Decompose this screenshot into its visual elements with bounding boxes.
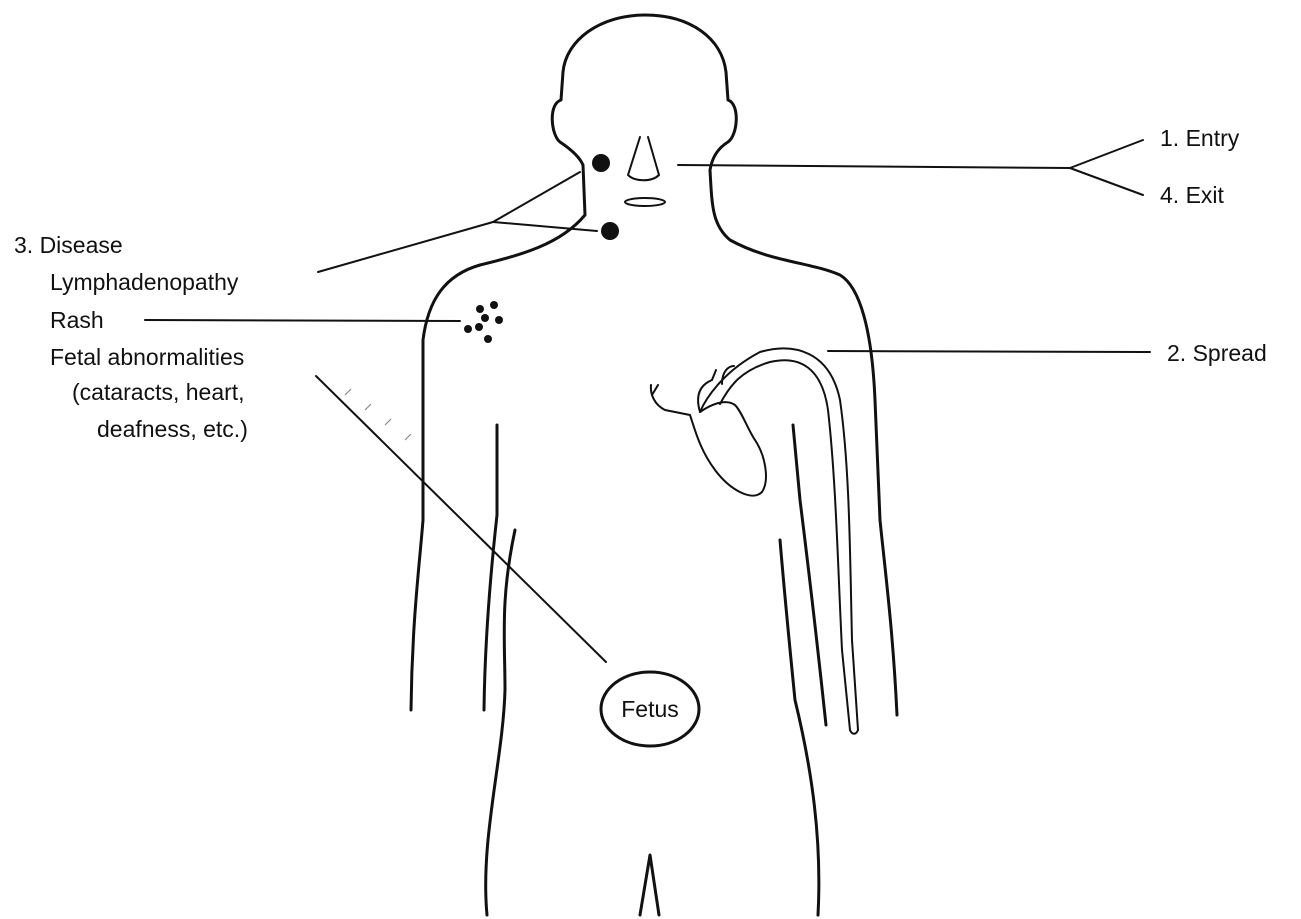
body-left-outline — [411, 15, 645, 710]
heart-outline — [651, 385, 766, 496]
fetal-detail-line-2: deafness, etc.) — [97, 416, 248, 442]
fetus-label: Fetus — [621, 696, 679, 722]
rash-leader — [145, 320, 460, 321]
lymph-node-upper — [592, 154, 610, 172]
rash-dot — [490, 301, 498, 309]
face — [625, 137, 665, 206]
rash-dot — [484, 335, 492, 343]
right-torso-side — [793, 425, 826, 725]
fetus-node: Fetus — [601, 672, 699, 746]
rash-dot — [495, 316, 503, 324]
exit-label: 4. Exit — [1160, 182, 1225, 208]
heart-icon — [651, 348, 858, 733]
rash-dot — [481, 314, 489, 322]
lymph-leader-main — [318, 222, 493, 272]
labels: 1. Entry 4. Exit 2. Spread 3. Disease Ly… — [14, 125, 1267, 442]
lymph-node-lower — [601, 222, 619, 240]
lymph-leader-lower — [493, 222, 597, 231]
crotch — [640, 855, 659, 915]
rash-dots — [464, 301, 503, 343]
leader-lines — [145, 140, 1150, 662]
entry-exit-leader — [678, 165, 1070, 168]
rash-label: Rash — [50, 307, 104, 333]
fetal-leader — [316, 376, 606, 662]
aorta-tip — [850, 730, 858, 734]
heart-vessels — [652, 366, 734, 412]
body-right-outline — [645, 15, 897, 715]
entry-branch — [1070, 140, 1143, 168]
aorta-inner — [720, 360, 850, 730]
lymph-leader-upper — [493, 172, 580, 222]
fetal-abnormalities-label: Fetal abnormalities — [50, 344, 244, 370]
rash-dot — [464, 325, 472, 333]
mouth-icon — [625, 198, 665, 206]
spread-leader — [828, 351, 1150, 352]
lymphadenopathy-label: Lymphadenopathy — [50, 269, 239, 295]
rash-dot — [475, 323, 483, 331]
rash-dot — [476, 305, 484, 313]
exit-branch — [1070, 168, 1143, 195]
spread-label: 2. Spread — [1167, 340, 1267, 366]
body-outline — [411, 15, 897, 915]
nose-icon — [628, 137, 659, 180]
disease-label: 3. Disease — [14, 232, 123, 258]
entry-label: 1. Entry — [1160, 125, 1240, 151]
fetal-detail-line-1: (cataracts, heart, — [72, 379, 245, 405]
lymph-nodes — [592, 154, 619, 240]
left-torso-side — [484, 425, 497, 710]
